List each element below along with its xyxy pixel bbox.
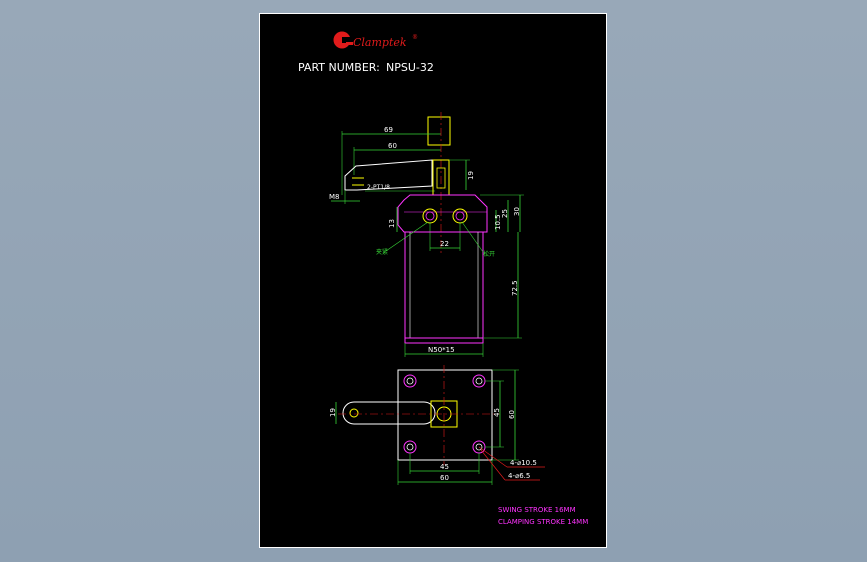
clamp-port-label: 夹紧 <box>376 248 388 256</box>
dim-text-m8: M8 <box>329 193 340 201</box>
release-port-label: 松开 <box>483 250 495 258</box>
hole-label-small: 4-⌀6.5 <box>508 472 530 480</box>
port-hole-right <box>452 208 468 224</box>
port-hole-right-inner <box>455 211 465 221</box>
corner-hole-tl <box>403 374 417 388</box>
dim-text-60-h: 60 <box>440 474 449 482</box>
dim-text-45-h: 45 <box>440 463 449 471</box>
dim-text-69: 69 <box>384 126 393 134</box>
side-view: 69 60 M8 2-PT1/8 19 <box>329 112 524 357</box>
dim-text-10-5: 10.5 <box>494 214 502 230</box>
drawing-sheet <box>259 13 607 548</box>
dim-text-72-5: 72.5 <box>511 280 519 296</box>
piston-rod-inner <box>436 167 446 189</box>
corner-hole-tr <box>472 374 486 388</box>
dim-text-60-v: 60 <box>508 410 516 419</box>
dim-text-25: 25 <box>501 209 509 218</box>
hole-leader-large <box>478 446 508 468</box>
port-hole-left-inner <box>425 211 435 221</box>
corner-hole-br-inner <box>475 443 483 451</box>
brand-name: Clamptek <box>353 36 407 49</box>
cylinder-base <box>404 337 484 344</box>
logo-mark-bar <box>346 42 353 45</box>
dim-text-19: 19 <box>467 171 475 180</box>
dim-text-arm-19: 19 <box>329 408 337 417</box>
clamping-stroke-note: CLAMPING STROKE 14MM <box>498 518 588 526</box>
corner-hole-bl-inner <box>406 443 414 451</box>
dim-text-30: 30 <box>513 207 521 216</box>
arm-top-view <box>342 401 436 425</box>
part-number-label: PART NUMBER: <box>298 61 380 74</box>
corner-hole-tr-inner <box>475 377 483 385</box>
release-port-leader <box>461 221 484 253</box>
flange-plate <box>397 369 493 461</box>
corner-hole-tl-inner <box>406 377 414 385</box>
part-number-value: NPSU-32 <box>386 61 434 74</box>
clamp-port-leader <box>385 221 429 252</box>
hole-leader-small <box>480 449 506 481</box>
logo-mark-slot <box>342 37 351 43</box>
hole-label-large: 4-⌀10.5 <box>510 459 537 467</box>
dim-text-22: 22 <box>440 240 449 248</box>
arm-tip-hole <box>349 408 359 418</box>
plunger-block <box>427 116 451 146</box>
dim-text-60: 60 <box>388 142 397 150</box>
dim-text-13: 13 <box>388 219 396 228</box>
top-view: 19 45 60 45 60 4-⌀10.5 4-⌀6.5 <box>329 365 545 485</box>
corner-hole-bl <box>403 440 417 454</box>
dim-text-base: N50*15 <box>428 346 455 354</box>
swing-stroke-note: SWING STROKE 16MM <box>498 506 576 514</box>
port-hole-left <box>422 208 438 224</box>
brand-registered-mark: ® <box>412 34 418 41</box>
brand-logo: Clamptek ® <box>333 31 418 49</box>
port-label: 2-PT1/8 <box>367 184 390 191</box>
dim-text-45-v: 45 <box>493 408 501 417</box>
head-block <box>397 194 488 233</box>
